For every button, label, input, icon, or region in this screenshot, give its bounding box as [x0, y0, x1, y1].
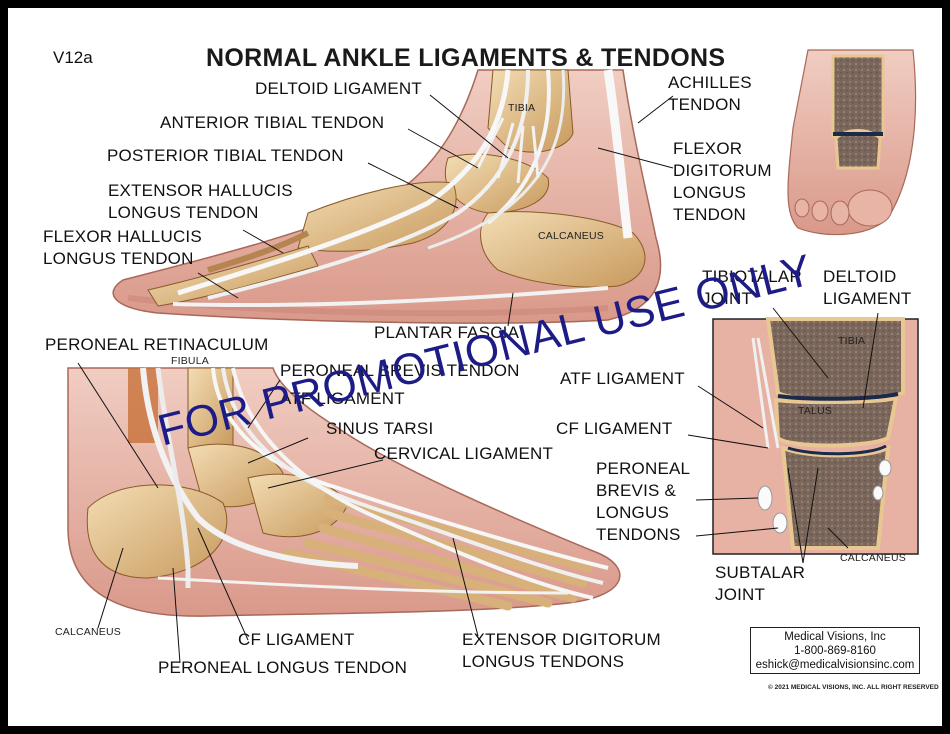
contact-box: Medical Visions, Inc 1-800-869-8160 eshi…: [750, 627, 920, 674]
ankle-cross-section: [712, 317, 919, 555]
illustration-frame: V12a NORMAL ANKLE LIGAMENTS & TENDONS DE…: [8, 8, 942, 726]
lateral-foot-view: [67, 367, 621, 617]
leader-lines: [77, 94, 879, 664]
label-tibia-medial: TIBIA: [508, 102, 536, 114]
label-sinus-tarsi: SINUS TARSI: [326, 419, 434, 438]
copyright-notice: © 2021 MEDICAL VISIONS, INC. ALL RIGHT R…: [768, 684, 939, 691]
page-title: NORMAL ANKLE LIGAMENTS & TENDONS: [206, 44, 726, 72]
label-deltoid-ligament-section: DELTOID LIGAMENT: [823, 267, 912, 308]
label-extensor-digitorum-longus-tendons: EXTENSOR DIGITORUM LONGUS TENDONS: [462, 630, 661, 671]
label-calcaneus-medial: CALCANEUS: [538, 230, 604, 242]
label-calcaneus-lateral: CALCANEUS: [55, 626, 121, 638]
label-flexor-digitorum-longus-tendon: FLEXOR DIGITORUM LONGUS TENDON: [673, 139, 772, 224]
label-peroneal-retinaculum: PERONEAL RETINACULUM: [45, 335, 269, 354]
email-address: eshick@medicalvisionsinc.com: [755, 659, 915, 671]
anatomy-illustration: [67, 49, 919, 664]
front-foot-view: [787, 49, 917, 236]
label-cervical-ligament: CERVICAL LIGAMENT: [374, 444, 554, 463]
medial-foot-view: [112, 69, 662, 324]
label-fibula: FIBULA: [171, 355, 209, 367]
label-plantar-fascia: PLANTAR FASCIA: [374, 323, 520, 342]
label-calcaneus-section: CALCANEUS: [840, 552, 906, 564]
document-code: V12a: [53, 48, 93, 67]
label-talus-section: TALUS: [798, 405, 833, 417]
label-cf-ligament-section: CF LIGAMENT: [556, 419, 673, 438]
label-posterior-tibial-tendon: POSTERIOR TIBIAL TENDON: [107, 146, 344, 165]
label-deltoid-ligament: DELTOID LIGAMENT: [255, 79, 422, 98]
label-atf-ligament-lateral: ATF LIGAMENT: [280, 389, 405, 408]
label-flexor-hallucis-longus-tendon: FLEXOR HALLUCIS LONGUS TENDON: [43, 227, 202, 268]
label-tibia-section: TIBIA: [838, 335, 866, 347]
label-peroneal-brevis-longus-tendons: PERONEAL BREVIS & LONGUS TENDONS: [596, 459, 690, 544]
label-tibiotalar-joint: TIBIOTALAR JOINT: [702, 267, 802, 308]
label-cf-ligament-lateral: CF LIGAMENT: [238, 630, 355, 649]
label-extensor-hallucis-longus-tendon: EXTENSOR HALLUCIS LONGUS TENDON: [108, 181, 293, 222]
label-peroneal-longus-tendon: PERONEAL LONGUS TENDON: [158, 658, 408, 677]
phone-number: 1-800-869-8160: [794, 645, 876, 657]
label-subtalar-joint: SUBTALAR JOINT: [715, 563, 806, 604]
label-achilles-tendon: ACHILLES TENDON: [668, 73, 752, 114]
label-atf-ligament-section: ATF LIGAMENT: [560, 369, 685, 388]
company-name: Medical Visions, Inc: [784, 631, 886, 643]
label-anterior-tibial-tendon: ANTERIOR TIBIAL TENDON: [160, 113, 385, 132]
label-peroneal-brevis-tendon: PERONEAL BREVIS TENDON: [280, 361, 520, 380]
